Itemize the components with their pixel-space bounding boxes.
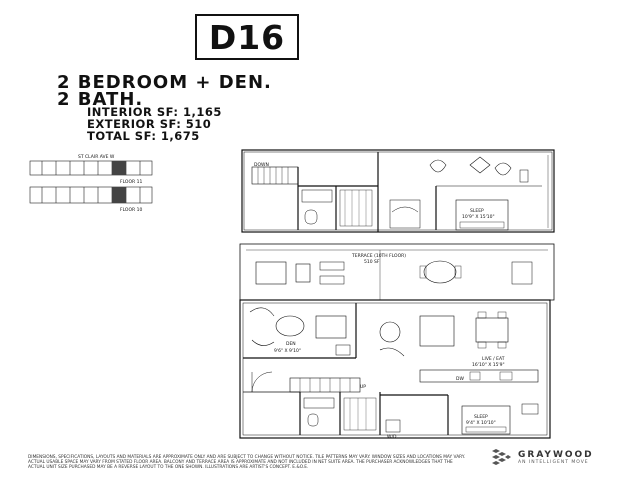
- lower-stair-label: UP: [360, 384, 366, 390]
- laundry-label: W/D: [387, 434, 397, 440]
- interior-sf: INTERIOR SF: 1,165: [87, 105, 222, 119]
- keyplan-street: ST CLAIR AVE W: [78, 154, 115, 160]
- exterior-sf: EXTERIOR SF: 510: [87, 117, 212, 131]
- upper-stair-label: DOWN: [254, 162, 269, 168]
- brand-name: GRAYWOOD: [518, 449, 594, 460]
- dishwasher-label: DW: [456, 376, 464, 382]
- living-size: 16'10" X 15'9": [472, 362, 505, 368]
- graywood-mark-icon: [492, 449, 511, 465]
- lower-bedroom-name: SLEEP: [474, 414, 488, 420]
- area-specs: INTERIOR SF: 1,165 EXTERIOR SF: 510 TOTA…: [87, 106, 222, 142]
- keyplan-unit-highlight-upper: [112, 161, 126, 175]
- brand-tagline: AN INTELLIGENT MOVE: [518, 459, 589, 465]
- bedroom-heading: 2 BEDROOM + DEN.: [57, 72, 272, 93]
- unit-code: D16: [195, 14, 299, 60]
- keyplan-floor-upper: FLOOR 11: [120, 179, 142, 185]
- upper-bedroom-size: 10'9" X 15'10": [462, 214, 495, 220]
- lower-floor-plan: [239, 243, 555, 439]
- bath-heading: 2 BATH.: [57, 89, 144, 110]
- lower-bedroom-size: 9'4" X 10'10": [466, 420, 496, 426]
- den-name: DEN: [286, 341, 296, 347]
- disclaimer-text: Dimensions, specifications, layouts and …: [28, 455, 465, 470]
- key-plan: ST CLAIR AVE W FLOOR 11 FLOOR 10: [29, 154, 153, 213]
- total-sf: TOTAL SF: 1,675: [87, 129, 200, 143]
- keyplan-floor-lower: FLOOR 10: [120, 207, 142, 213]
- graywood-logo: GRAYWOOD AN INTELLIGENT MOVE: [490, 447, 594, 467]
- terrace-size: 510 SF: [364, 259, 380, 265]
- terrace-name: TERRACE (10TH FLOOR): [351, 253, 406, 259]
- den-size: 9'6" X 9'10": [274, 348, 301, 354]
- living-name: LIVE / EAT: [482, 356, 505, 362]
- upper-floor-plan: [241, 149, 555, 233]
- upper-bedroom-name: SLEEP: [470, 208, 484, 214]
- keyplan-unit-highlight-lower: [112, 187, 126, 203]
